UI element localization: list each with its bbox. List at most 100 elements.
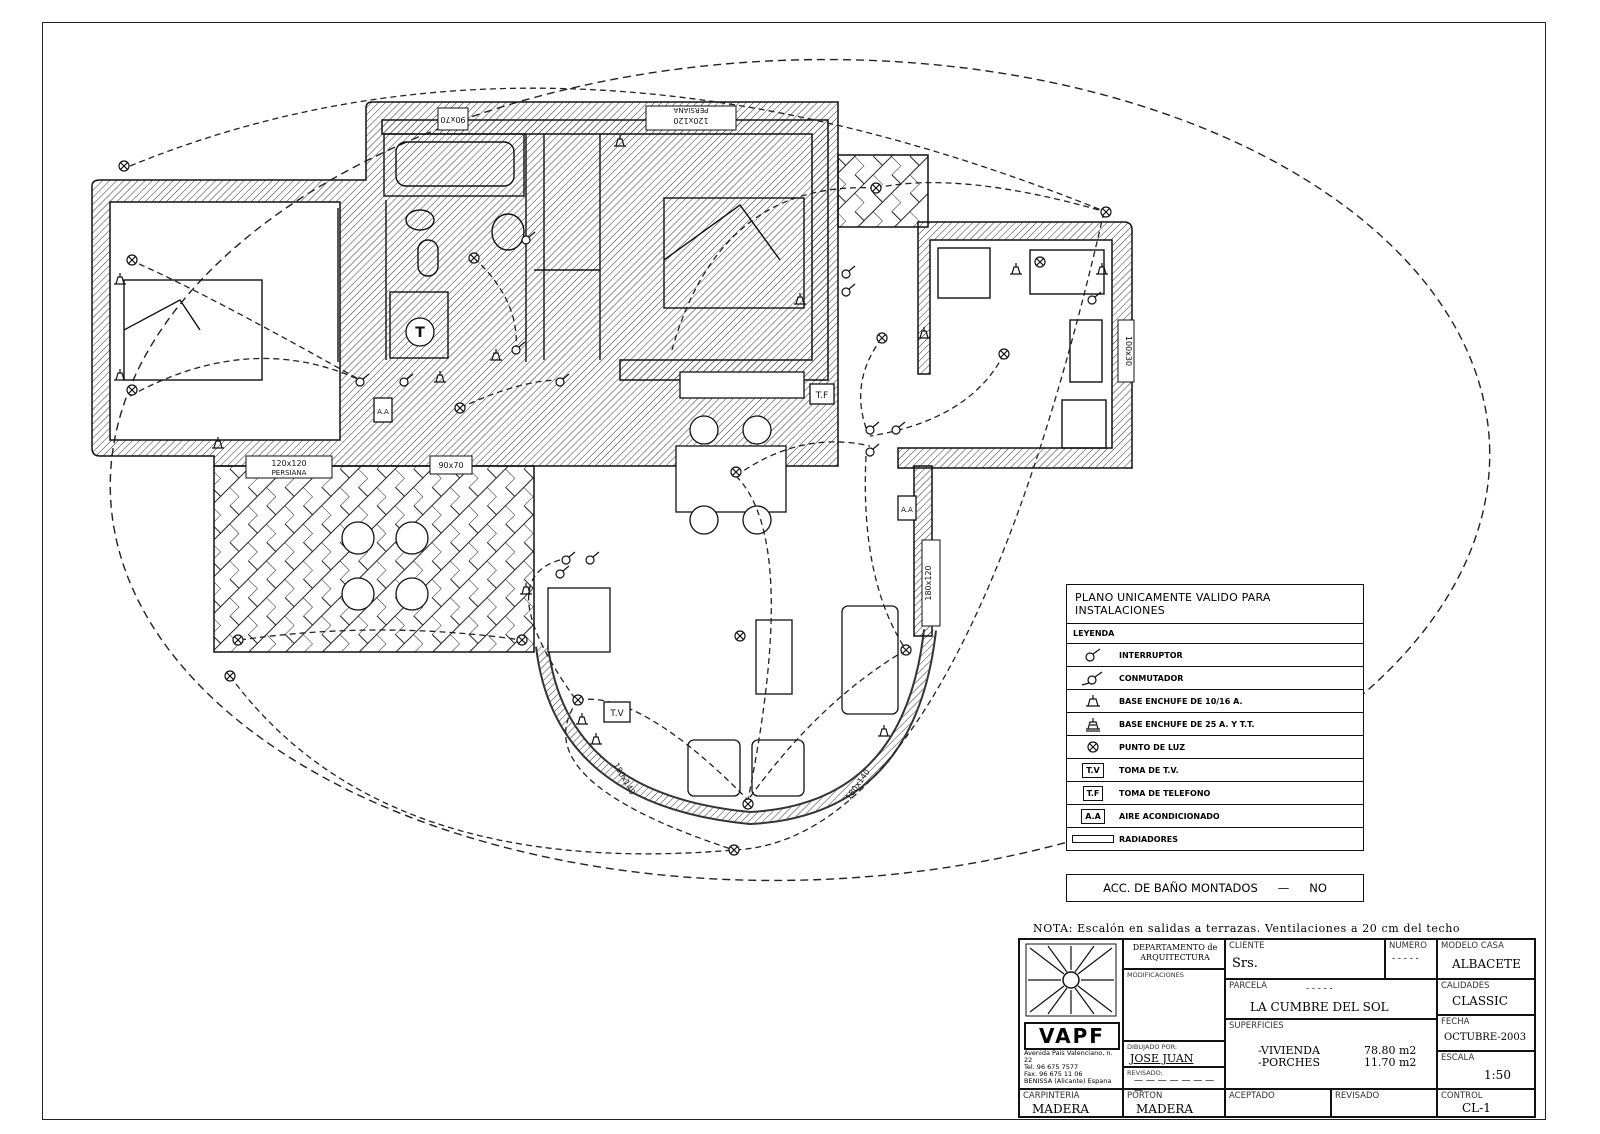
- date-cell: FECHA OCTUBRE-2003: [1437, 1015, 1535, 1051]
- address-line: Avenida Pais Valenciano, n. 22: [1024, 1049, 1113, 1064]
- legend-label: RADIADORES: [1119, 834, 1178, 844]
- client-value: Srs.: [1232, 956, 1258, 971]
- bath-accessories-label: ACC. DE BAÑO MONTADOS: [1103, 881, 1258, 895]
- logo-cell: VAPF Avenida Pais Valenciano, n. 22 Tel.…: [1019, 939, 1123, 1089]
- legend-row-socket-25: BASE ENCHUFE DE 25 A. Y T.T.: [1067, 713, 1363, 736]
- svg-text:A.A: A.A: [377, 408, 389, 416]
- svg-text:120x120: 120x120: [673, 116, 708, 125]
- svg-text:PERSIANA: PERSIANA: [272, 469, 307, 477]
- designed-value: JOSE JUAN: [1130, 1052, 1194, 1065]
- logo-text: VAPF: [1024, 1022, 1120, 1050]
- modifications-label: MODIFICACIONES: [1127, 971, 1184, 979]
- radiator-icon: [1072, 835, 1114, 843]
- legend-row-commutator: CONMUTADOR: [1067, 667, 1363, 690]
- walls: [91, 101, 1133, 469]
- legend-label: BASE ENCHUFE DE 25 A. Y T.T.: [1119, 719, 1255, 729]
- perimeter-circuit: [109, 58, 1491, 882]
- svg-text:90x70: 90x70: [438, 461, 463, 470]
- svg-text:A.A: A.A: [901, 506, 913, 514]
- parcel-label: PARCELA: [1229, 981, 1267, 991]
- control-label: CONTROL: [1441, 1091, 1483, 1101]
- address-line: Tel. 96 675 7577: [1024, 1063, 1079, 1071]
- modifications-cell: MODIFICACIONES: [1123, 969, 1225, 1041]
- svg-text:100x30: 100x30: [1124, 336, 1133, 366]
- socket-25-icon: [1086, 718, 1100, 732]
- quality-value: CLASSIC: [1452, 994, 1508, 1008]
- surfaces-cell: SUPERFICIES -VIVIENDA 78.80 m2 -PORCHES …: [1225, 1019, 1437, 1089]
- circuits: [129, 87, 1107, 855]
- title-block: VAPF Avenida Pais Valenciano, n. 22 Tel.…: [1018, 938, 1536, 1118]
- scale-label: ESCALA: [1441, 1053, 1475, 1063]
- model-cell: MODELO CASA ALBACETE: [1437, 939, 1535, 979]
- company-logo: [1025, 943, 1117, 1017]
- terrace-floor: [213, 465, 535, 653]
- light-point-icon: [1087, 741, 1099, 753]
- date-label: FECHA: [1441, 1017, 1470, 1027]
- designed-cell: DIBUJADO POR: JOSE JUAN: [1123, 1041, 1225, 1067]
- partitions: [123, 133, 1107, 449]
- address-line: BENISSA (Alicante) Espana: [1024, 1077, 1112, 1085]
- house-surface-value: 78.80 m2: [1364, 1044, 1417, 1057]
- legend-row-phone: T.F TOMA DE TELEFONO: [1067, 782, 1363, 805]
- department-cell: DEPARTAMENTO de ARQUITECTURA: [1123, 939, 1225, 969]
- switch-icon: [1085, 648, 1101, 662]
- svg-text:PERSIANA: PERSIANA: [673, 106, 708, 114]
- number-value: - - - - -: [1392, 954, 1419, 964]
- ac-unit-2: A.A: [373, 397, 393, 423]
- gate-cell: PORTON MADERA: [1123, 1089, 1225, 1117]
- socket-icon: [1086, 695, 1100, 707]
- tv-outlet: T.V: [603, 701, 631, 723]
- revisor-label: REVISADO:: [1127, 1069, 1163, 1077]
- furniture: [341, 317, 899, 797]
- model-label: MODELO CASA: [1441, 941, 1504, 951]
- legend-row-radiator: RADIADORES: [1067, 828, 1363, 850]
- svg-text:180x120: 180x120: [924, 565, 933, 600]
- carpentry-label: CARPINTERIA: [1023, 1091, 1080, 1101]
- parcel-value: LA CUMBRE DEL SOL: [1250, 1000, 1389, 1014]
- ac-unit: A.A: [897, 495, 917, 521]
- client-label: CLIENTE: [1229, 941, 1265, 951]
- bath-accessories-box: ACC. DE BAÑO MONTADOS — NO: [1066, 874, 1364, 902]
- control-value: CL-1: [1462, 1101, 1491, 1115]
- legend-row-light: PUNTO DE LUZ: [1067, 736, 1363, 759]
- boiler-tag: T: [415, 325, 425, 341]
- phone-outlet: T.F: [809, 383, 835, 405]
- address: Avenida Pais Valenciano, n. 22 Tel. 96 6…: [1024, 1050, 1122, 1085]
- number-cell: NUMERO - - - - -: [1385, 939, 1437, 979]
- revisor-cell: REVISADO: — — — — — — — —: [1123, 1067, 1225, 1096]
- date-value: OCTUBRE-2003: [1444, 1032, 1527, 1043]
- legend-label: TOMA DE T.V.: [1119, 765, 1179, 775]
- legend-label: AIRE ACONDICIONADO: [1119, 811, 1220, 821]
- accepted-cell: ACEPTADO: [1225, 1089, 1331, 1117]
- drawing-frame: [42, 22, 1546, 1120]
- legend-label: INTERRUPTOR: [1119, 650, 1183, 660]
- gate-label: PORTON: [1127, 1091, 1163, 1101]
- ac-icon: A.A: [1081, 808, 1105, 824]
- quality-label: CALIDADES: [1441, 981, 1490, 991]
- carpentry-value: MADERA: [1032, 1102, 1090, 1116]
- phone-outlet-icon: T.F: [1082, 785, 1104, 801]
- gate-value: MADERA: [1136, 1102, 1194, 1116]
- legend-title: PLANO UNICAMENTE VALIDO PARA INSTALACION…: [1067, 585, 1363, 624]
- house-surface-label: -VIVIENDA: [1258, 1044, 1320, 1057]
- surfaces-label: SUPERFICIES: [1229, 1021, 1284, 1031]
- designed-label: DIBUJADO POR:: [1127, 1043, 1178, 1051]
- legend-row-ac: A.A AIRE ACONDICIONADO: [1067, 805, 1363, 828]
- scale-value: 1:50: [1484, 1068, 1511, 1082]
- scale-cell: ESCALA 1:50: [1437, 1051, 1535, 1089]
- tv-outlet-icon: T.V: [1082, 762, 1104, 778]
- quality-cell: CALIDADES CLASSIC: [1437, 979, 1535, 1015]
- address-line: Fax. 96 675 11 06: [1024, 1070, 1083, 1078]
- department-text: DEPARTAMENTO de ARQUITECTURA: [1132, 943, 1218, 962]
- client-cell: CLIENTE Srs.: [1225, 939, 1385, 979]
- svg-text:T.V: T.V: [609, 709, 624, 719]
- revisor-value: — — — — — — — —: [1134, 1076, 1215, 1096]
- reviewed-label: REVISADO: [1335, 1091, 1380, 1101]
- commutator-icon: [1081, 671, 1103, 686]
- porch-surface-value: 11.70 m2: [1364, 1056, 1417, 1069]
- svg-text:90x70: 90x70: [440, 115, 465, 124]
- legend-row-switch: INTERRUPTOR: [1067, 644, 1363, 667]
- bath-accessories-dash: —: [1277, 881, 1290, 895]
- accepted-label: ACEPTADO: [1229, 1091, 1275, 1101]
